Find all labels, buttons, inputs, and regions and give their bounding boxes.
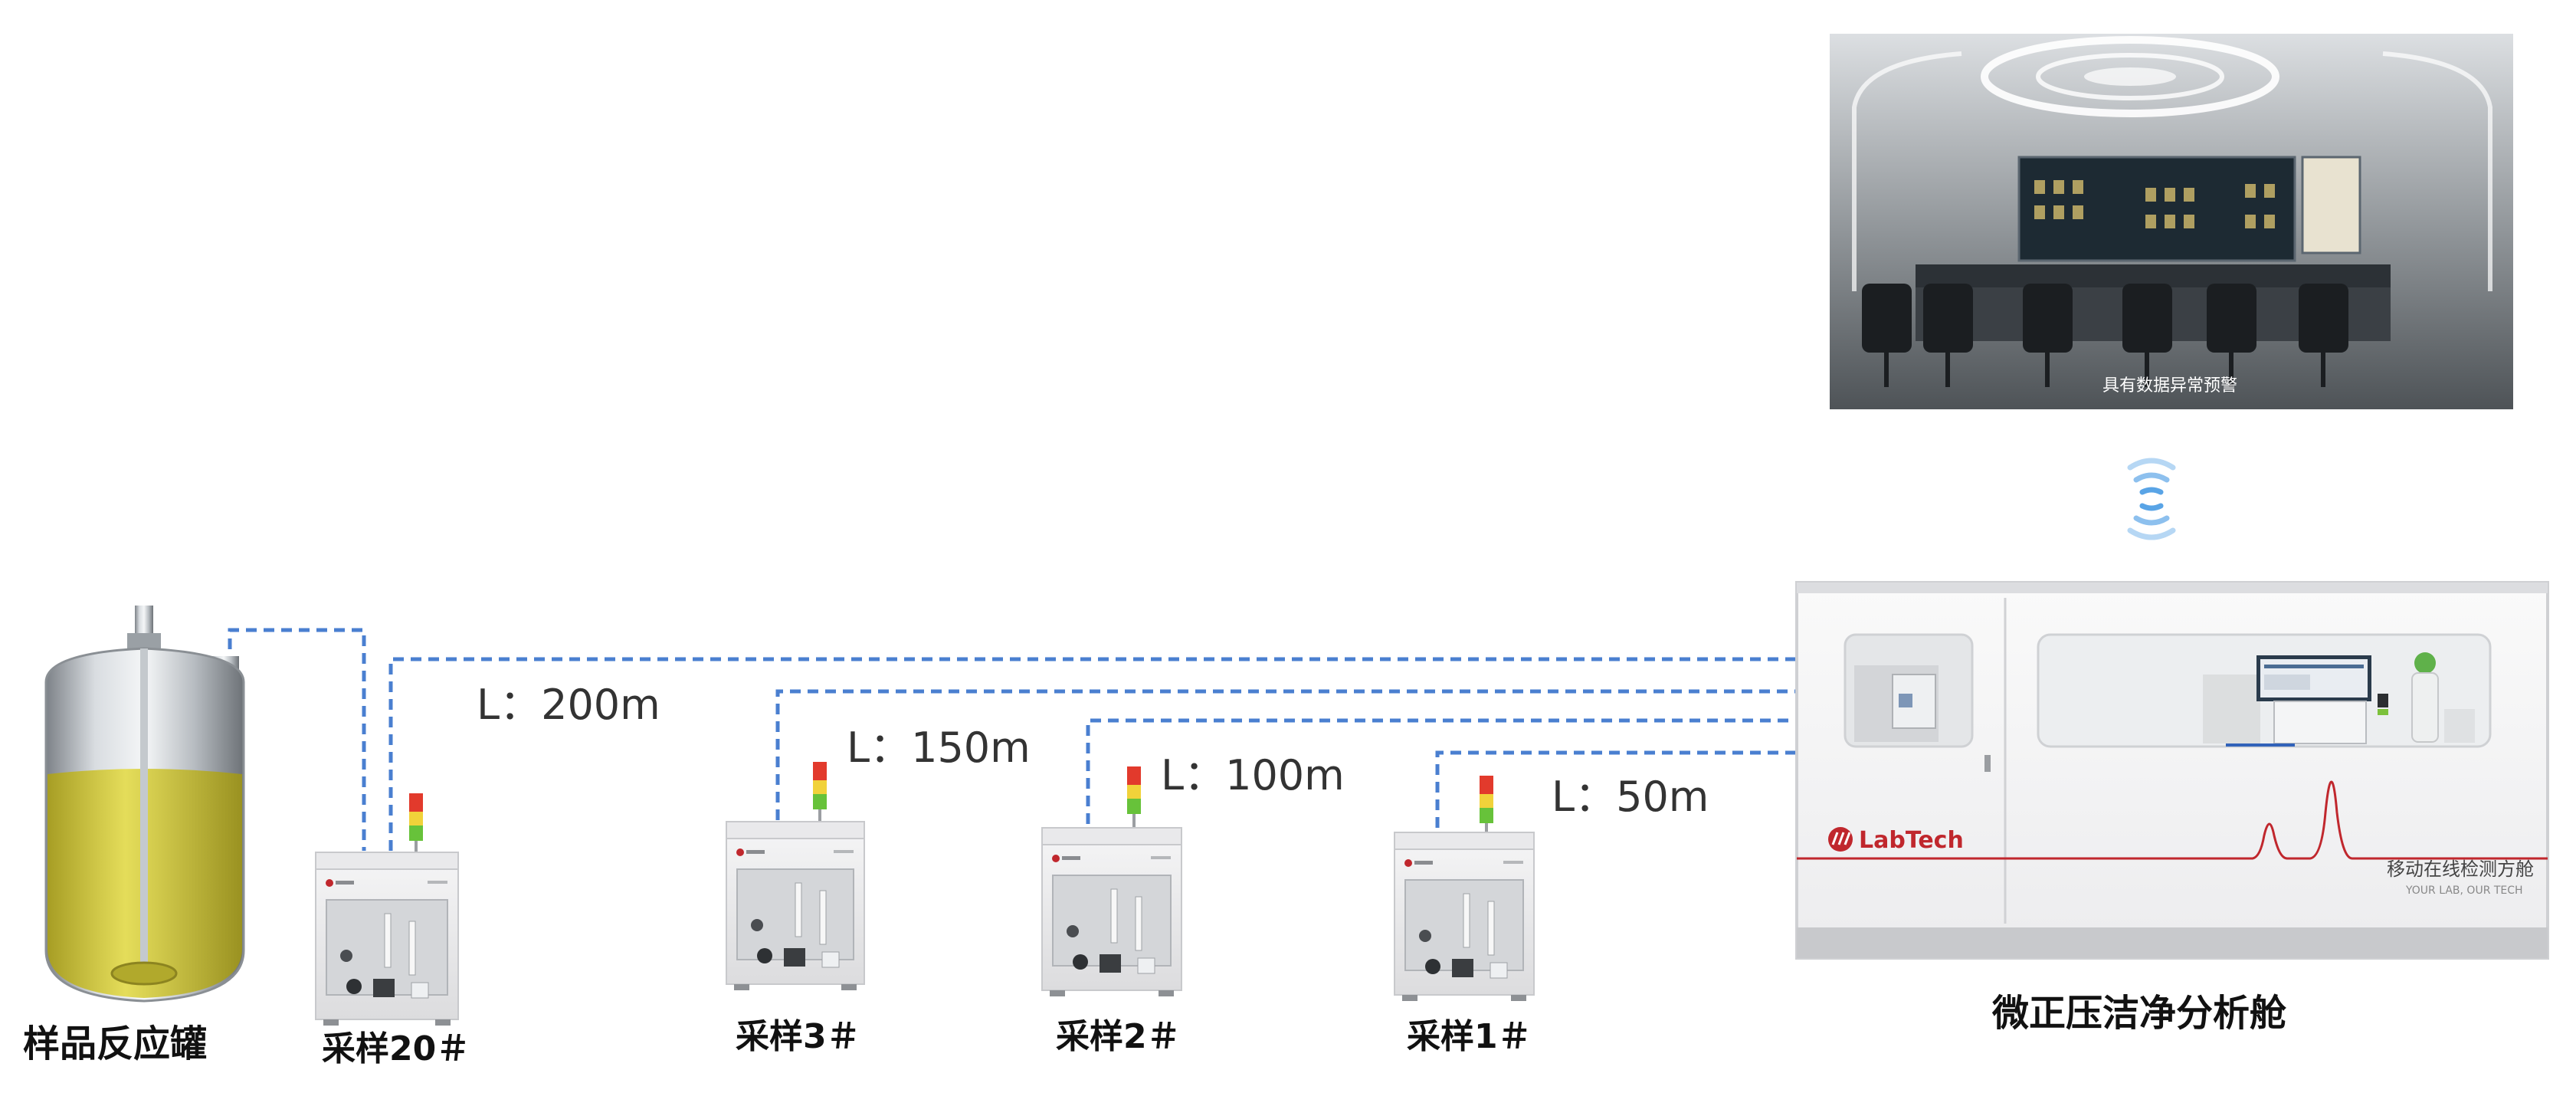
pipe-sampler1-to-cabin [1435,750,1797,828]
cabin-slogan-en: YOUR LAB, OUR TECH [2405,885,2523,897]
reactor-label: 样品反应罐 [23,1022,207,1065]
labtech-logo: LabTech [1828,827,1964,854]
distance-label-150m: L：150m [847,724,1031,772]
control-room-subtitle: 具有数据异常预警 [2102,376,2237,396]
pipe-sampler20-to-cabin [388,657,1797,851]
sampler-label-20: 采样20＃ [322,1029,470,1068]
samplers [315,762,1535,1026]
sampler-label-3: 采样3＃ [736,1017,860,1056]
sampler-label-1: 采样1＃ [1407,1017,1532,1056]
sampler-cabinet [1394,776,1535,1001]
warning-light-icon [1127,766,1141,834]
cabin-brand: LabTech [1859,827,1964,854]
distance-label-50m: L：50m [1552,773,1709,821]
sampler-label-2: 采样2＃ [1056,1017,1181,1056]
reactor-tank [44,606,245,1003]
pipe-reactor-to-sampler20 [228,628,366,851]
sampler-cabinet [1041,766,1182,996]
sampler-cabinet [726,762,865,990]
cabin-slogan-cn: 移动在线检测方舱 [2387,858,2534,880]
analysis-cabin: LabTech 移动在线检测方舱 YOUR LAB, OUR TECH [1795,581,2549,960]
distance-label-100m: L：100m [1161,751,1345,799]
warning-light-icon [409,793,423,861]
pipe-sampler3-to-cabin [775,689,1797,820]
control-room-image: 具有数据异常预警 [1830,34,2513,409]
cabin-label: 微正压洁净分析舱 [1991,992,2286,1035]
wifi-signal-icon [2127,458,2176,540]
distance-label-200m: L：200m [477,681,660,729]
pipelines [228,628,1797,851]
sampler-cabinet [315,793,459,1026]
warning-light-icon [813,762,827,829]
